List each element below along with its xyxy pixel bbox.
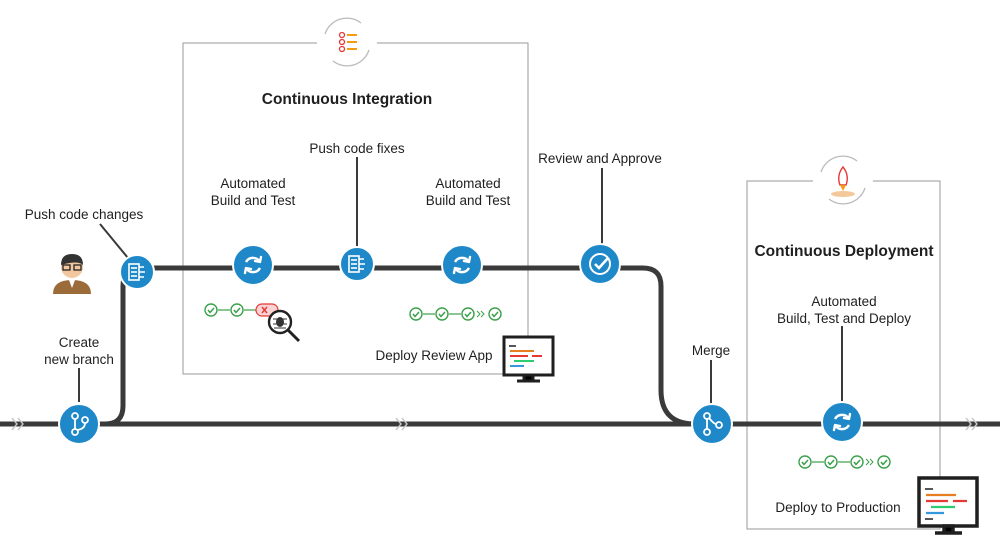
code-monitor-icon [502, 335, 555, 383]
merge-node[interactable] [691, 403, 733, 445]
test-results-passed-ci [409, 307, 502, 321]
cd-title: Continuous Deployment [754, 243, 934, 260]
deploy-prod-label: Deploy to Production [775, 500, 901, 515]
code-monitor-icon [917, 476, 979, 535]
test-results-passed-cd [798, 455, 891, 469]
build-test-label-2: Automated Build and Test [408, 175, 528, 209]
create-branch-label: Create new branch [24, 334, 134, 368]
rocket-cycle-icon [820, 155, 866, 205]
merge-label: Merge [691, 343, 731, 358]
checklist-cycle-icon [324, 17, 370, 67]
build-test-node-1[interactable] [232, 244, 274, 286]
test-results-failed [204, 303, 279, 317]
build-test-label-1: Automated Build and Test [193, 175, 313, 209]
ci-title: Continuous Integration [261, 91, 433, 108]
build-deploy-line-2: Build, Test and Deploy [776, 311, 912, 326]
developer-avatar-icon [53, 254, 91, 294]
pipeline [0, 265, 1000, 427]
create-branch-line-2: new branch [44, 352, 114, 367]
deploy-review-label: Deploy Review App [375, 348, 493, 363]
push-fixes-label: Push code fixes [309, 141, 405, 156]
connectors [78, 157, 843, 404]
cd-box [746, 180, 941, 530]
bug-magnifier-icon [267, 309, 301, 343]
push-fixes-node[interactable] [339, 246, 375, 282]
push-changes-label: Push code changes [24, 207, 144, 222]
build-test-1-line-1: Automated [220, 176, 286, 191]
approve-node[interactable] [579, 243, 621, 285]
build-test-2-line-1: Automated [435, 176, 501, 191]
build-test-2-line-2: Build and Test [425, 193, 511, 208]
build-test-node-2[interactable] [441, 244, 483, 286]
push-changes-node[interactable] [119, 254, 155, 290]
build-deploy-node[interactable] [821, 401, 863, 443]
build-deploy-label: Automated Build, Test and Deploy [757, 293, 931, 327]
build-deploy-line-1: Automated [811, 294, 877, 309]
create-branch-node[interactable] [58, 403, 100, 445]
flow-chevrons [11, 417, 978, 431]
create-branch-line-1: Create [58, 335, 100, 350]
review-approve-label: Review and Approve [538, 151, 662, 166]
build-test-1-line-2: Build and Test [210, 193, 296, 208]
